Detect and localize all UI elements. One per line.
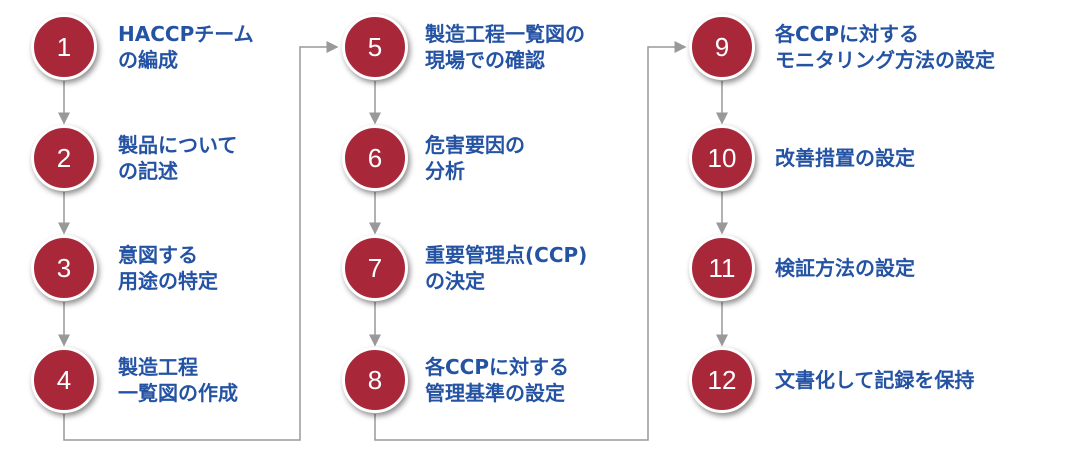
step-label-line: 改善措置の設定 xyxy=(775,146,915,170)
step-label-line: 用途の特定 xyxy=(118,269,218,293)
step-label: 改善措置の設定 xyxy=(775,145,915,171)
step-label-line: 検証方法の設定 xyxy=(775,256,915,280)
step-number-circle: 11 xyxy=(689,235,755,301)
step-label-line: の記述 xyxy=(118,159,178,183)
step-label: 危害要因の分析 xyxy=(425,132,525,184)
step-label-line: 危害要因の xyxy=(425,133,525,157)
step-label-line: 意図する xyxy=(118,243,198,267)
step-label: 検証方法の設定 xyxy=(775,255,915,281)
step-label-line: 製造工程 xyxy=(118,355,198,379)
step-label: 重要管理点(CCP)の決定 xyxy=(425,242,587,294)
step-label-line: 現場での確認 xyxy=(425,48,545,72)
step-label-line: モニタリング方法の設定 xyxy=(775,48,995,72)
step-number-circle: 10 xyxy=(689,125,755,191)
step-number-circle: 3 xyxy=(31,235,97,301)
step-label: 各CCPに対するモニタリング方法の設定 xyxy=(775,21,995,73)
step-label-line: の決定 xyxy=(425,269,485,293)
step-label-line: 分析 xyxy=(425,159,465,183)
step-number-circle: 5 xyxy=(342,14,408,80)
step-label-line: 各CCPに対する xyxy=(425,355,570,379)
step-label-line: HACCPチーム xyxy=(118,22,254,46)
step-number-circle: 2 xyxy=(31,125,97,191)
arrow-8-9 xyxy=(374,41,687,441)
step-label: HACCPチームの編成 xyxy=(118,21,254,73)
step-label-line: 文書化して記録を保持 xyxy=(775,368,975,392)
step-label: 製品についての記述 xyxy=(118,132,237,184)
step-number-circle: 1 xyxy=(31,14,97,80)
step-label: 製造工程一覧図の現場での確認 xyxy=(425,21,585,73)
step-label: 製造工程一覧図の作成 xyxy=(118,354,238,406)
step-label: 文書化して記録を保持 xyxy=(775,367,974,393)
step-label-line: の編成 xyxy=(118,48,178,72)
step-label: 意図する用途の特定 xyxy=(118,242,218,294)
step-number-circle: 4 xyxy=(31,347,97,413)
step-label-line: 製造工程一覧図の xyxy=(425,22,585,46)
step-label-line: 製品について xyxy=(118,133,238,157)
step-label-line: 各CCPに対する xyxy=(775,22,920,46)
step-label-line: 重要管理点(CCP) xyxy=(425,243,588,267)
step-number-circle: 8 xyxy=(342,347,408,413)
step-number-circle: 6 xyxy=(342,125,408,191)
step-label: 各CCPに対する管理基準の設定 xyxy=(425,354,569,406)
step-label-line: 一覧図の作成 xyxy=(118,381,238,405)
arrow-4-5 xyxy=(63,41,339,441)
step-number-circle: 7 xyxy=(342,235,408,301)
step-number-circle: 12 xyxy=(689,347,755,413)
step-number-circle: 9 xyxy=(689,14,755,80)
step-label-line: 管理基準の設定 xyxy=(425,381,565,405)
